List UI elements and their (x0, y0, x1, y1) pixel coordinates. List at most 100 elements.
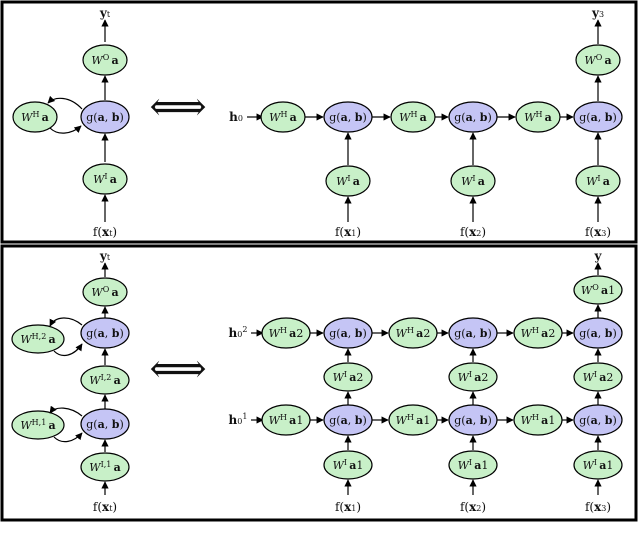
bottom-fx3-label: f(x3) (585, 500, 611, 514)
loop-b-g1-to-wh1 (49, 405, 83, 417)
top-left-wo-node: WO a (82, 44, 128, 76)
bottom-wi1-node-1-label: WI a1 (333, 458, 364, 472)
top-g-node-1-label: g(a, b) (329, 111, 366, 124)
bottom-left-wi1-node-label: WI,1 a (89, 460, 120, 474)
top-wi-node-1-shape (325, 165, 371, 197)
bottom-left-wo-node-shape (82, 277, 128, 307)
bottom-wi1-node-3-label: WI a1 (583, 458, 614, 472)
loop-wh-to-g (49, 125, 82, 134)
top-left-g-node-shape (80, 100, 130, 134)
bottom-fx1-label: f(x1) (335, 500, 361, 514)
bottom-wi2-node-1-label: WI a2 (333, 370, 364, 384)
top-right-output-label: y3 (591, 6, 604, 20)
bottom-left-wh1-node-label: WH,1 a (20, 418, 55, 432)
bottom-l1-node-1-label: WH a1 (269, 413, 304, 427)
top-wi-node-1-label: WI a (336, 174, 360, 188)
loop-b-wh2-to-g2 (53, 343, 83, 357)
top-g-node-3: g(a, b) (573, 101, 623, 133)
bottom-left-wo-node: WO a (82, 277, 128, 307)
bottom-l2-node-6: g(a, b) (573, 317, 623, 349)
top-right-wo-node: WO a (575, 44, 621, 76)
bottom-right-wo-node-label: WO a1 (581, 283, 615, 297)
bottom-l1-node-3: WH a1 (388, 404, 438, 436)
top-wi-node-3-label: WI a (586, 174, 610, 188)
top-left-input-label: f(xt) (93, 225, 117, 239)
bottom-fx2-label: f(x2) (460, 500, 486, 514)
bottom-left-wi2-node: WI,2 a (80, 365, 130, 395)
top-left-wh-node-shape (12, 101, 58, 133)
bottom-l2-node-1: WH a2 (261, 317, 311, 349)
bottom-left-output-label: yt (99, 249, 111, 263)
bottom-l2-node-1-label: WH a2 (269, 326, 304, 340)
top-wh-node-1: WH a (260, 101, 306, 133)
top-wi-node-2-shape (450, 165, 496, 197)
bottom-left-g2-node-label: g(a, b) (86, 327, 123, 340)
bottom-left-wi1-node-shape (80, 452, 130, 482)
bottom-right-output-label: y (594, 249, 603, 263)
bottom-l2-node-3-label: WH a2 (396, 326, 431, 340)
top-h0-label: h0 (229, 110, 243, 124)
bottom-l1-node-6-label: g(a, b) (579, 414, 616, 427)
bottom-left-wh1-node-shape (11, 410, 65, 440)
bottom-left-g2-node: g(a, b) (80, 317, 130, 349)
bottom-l2-node-2-label: g(a, b) (329, 327, 366, 340)
bottom-l1-node-4: g(a, b) (448, 404, 498, 436)
bottom-wi2-node-1-shape (323, 362, 373, 392)
bottom-left-wh2-node-label: WH,2 a (20, 332, 55, 346)
top-left-g-node: g(a, b) (80, 100, 130, 134)
bottom-left-g2-node-shape (80, 317, 130, 349)
bottom-l1-node-5-label: WH a1 (521, 413, 556, 427)
bottom-wi1-node-3: WI a1 (573, 450, 623, 480)
top-g-node-1: g(a, b) (323, 101, 373, 133)
bottom-l1-node-4-label: g(a, b) (454, 414, 491, 427)
bottom-wi1-node-2: WI a1 (448, 450, 498, 480)
top-left-wh-node-label: WH a (21, 110, 49, 124)
top-panel (0, 0, 638, 244)
bottom-wi1-node-3-shape (573, 450, 623, 480)
loop-b-g2-to-wh2 (49, 317, 83, 327)
bottom-left-g1-node-label: g(a, b) (86, 418, 123, 431)
bottom-l1-node-6: g(a, b) (573, 404, 623, 436)
top-g-node-2-label: g(a, b) (454, 111, 491, 124)
bottom-l2-node-5-label: WH a2 (521, 326, 556, 340)
bottom-left-wi2-node-label: WI,2 a (89, 373, 120, 387)
bottom-wi2-node-3-shape (573, 362, 623, 392)
bottom-l2-node-4: g(a, b) (448, 317, 498, 349)
loop-b-wh1-to-g1 (53, 432, 83, 443)
bottom-right-wo-node-shape (573, 275, 623, 305)
loop-g-to-wh (47, 95, 83, 110)
bottom-left-wh1-node: WH,1 a (11, 410, 65, 440)
bottom-wi2-node-3: WI a2 (573, 362, 623, 392)
bottom-wi1-node-1: WI a1 (323, 450, 373, 480)
top-left-wi-node-label: WI a (93, 172, 117, 186)
top-wi-node-1: WI a (325, 165, 371, 197)
bottom-right-wo-node: WO a1 (573, 275, 623, 305)
bottom-l2-node-2: g(a, b) (323, 317, 373, 349)
bottom-wi2-node-1: WI a2 (323, 362, 373, 392)
top-wh-node-3: WH a (515, 101, 561, 133)
top-g-node-2: g(a, b) (448, 101, 498, 133)
bottom-wi1-node-2-shape (448, 450, 498, 480)
bottom-l1-node-5: WH a1 (513, 404, 563, 436)
top-right-wo-node-shape (575, 44, 621, 76)
top-wi-node-3-shape (575, 165, 621, 197)
bottom-left-input-label: f(xt) (93, 500, 117, 514)
bottom-wi1-node-2-label: WI a1 (458, 458, 489, 472)
bottom-wi2-node-2-shape (448, 362, 498, 392)
bottom-h02-label: h02 (229, 325, 248, 340)
bottom-l2-node-4-label: g(a, b) (454, 327, 491, 340)
bottom-l2-node-6-label: g(a, b) (579, 327, 616, 340)
bottom-wi1-node-1-shape (323, 450, 373, 480)
bottom-left-wo-node-label: WO a (91, 285, 118, 299)
bottom-l1-node-3-label: WH a1 (396, 413, 431, 427)
top-wi-node-3: WI a (575, 165, 621, 197)
top-fx3-label: f(x3) (585, 225, 611, 239)
top-wh-node-2-label: WH a (399, 110, 427, 124)
bottom-wi2-node-2: WI a2 (448, 362, 498, 392)
top-left-output-label: yt (99, 6, 111, 20)
top-wh-node-2: WH a (390, 101, 436, 133)
bottom-left-wh2-node: WH,2 a (11, 324, 65, 354)
bottom-left-g1-node-shape (80, 408, 130, 440)
top-left-wi-node-shape (82, 163, 128, 195)
